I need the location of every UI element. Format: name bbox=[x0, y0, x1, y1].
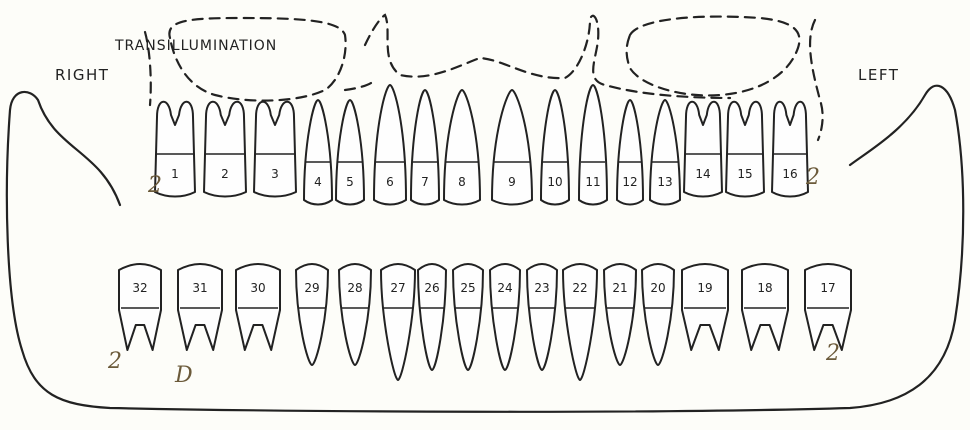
lower-tooth[interactable]: 31 bbox=[178, 264, 222, 350]
left-label: LEFT bbox=[858, 66, 899, 84]
annotation-lower-right: 2 bbox=[107, 349, 122, 374]
tooth-number: 21 bbox=[612, 281, 627, 295]
tooth-number: 17 bbox=[820, 281, 835, 295]
tooth-shape bbox=[682, 264, 728, 350]
lower-tooth[interactable]: 24 bbox=[490, 264, 520, 370]
lower-tooth[interactable]: 19 bbox=[682, 264, 728, 350]
upper-tooth[interactable]: 13 bbox=[650, 100, 680, 205]
tooth-number: 14 bbox=[695, 167, 710, 181]
upper-tooth[interactable]: 10 bbox=[541, 90, 569, 205]
tooth-number: 8 bbox=[458, 175, 466, 189]
tooth-number: 32 bbox=[132, 281, 147, 295]
tooth-number: 1 bbox=[171, 167, 179, 181]
upper-tooth[interactable]: 9 bbox=[492, 90, 532, 205]
lower-teeth-row: 32 31 30 29 28 27 26 25 24 23 22 21 20 19 18 17 bbox=[119, 264, 851, 380]
annotation-upper-right: 2 bbox=[147, 173, 162, 198]
upper-tooth[interactable]: 6 bbox=[374, 85, 406, 205]
lower-tooth[interactable]: 23 bbox=[527, 264, 557, 370]
tooth-number: 24 bbox=[497, 281, 512, 295]
tooth-shape bbox=[527, 264, 557, 370]
lower-tooth[interactable]: 28 bbox=[339, 264, 371, 365]
tooth-number: 12 bbox=[622, 175, 637, 189]
tooth-shape bbox=[490, 264, 520, 370]
tooth-shape bbox=[418, 264, 446, 370]
tooth-shape bbox=[296, 264, 328, 365]
annotation-upper-left: 2 bbox=[805, 165, 820, 190]
tooth-number: 29 bbox=[304, 281, 319, 295]
tooth-shape bbox=[204, 102, 246, 197]
tooth-number: 6 bbox=[386, 175, 394, 189]
upper-tooth[interactable]: 8 bbox=[444, 90, 480, 205]
lower-tooth[interactable]: 22 bbox=[563, 264, 597, 380]
tooth-shape bbox=[684, 102, 722, 197]
tooth-number: 18 bbox=[757, 281, 772, 295]
upper-tooth[interactable]: 14 bbox=[684, 102, 722, 197]
dashed-zone-left-box bbox=[169, 18, 345, 101]
lower-tooth[interactable]: 25 bbox=[453, 264, 483, 370]
upper-tooth[interactable]: 5 bbox=[336, 100, 364, 205]
tooth-number: 15 bbox=[737, 167, 752, 181]
tooth-number: 20 bbox=[650, 281, 665, 295]
tooth-number: 28 bbox=[347, 281, 362, 295]
tooth-shape bbox=[742, 264, 788, 350]
tooth-shape bbox=[772, 102, 808, 197]
lower-tooth[interactable]: 32 bbox=[119, 264, 161, 350]
tooth-shape bbox=[726, 102, 764, 197]
tooth-number: 16 bbox=[782, 167, 797, 181]
upper-tooth[interactable]: 7 bbox=[411, 90, 439, 205]
tooth-number: 25 bbox=[460, 281, 475, 295]
tooth-number: 10 bbox=[547, 175, 562, 189]
lower-tooth[interactable]: 18 bbox=[742, 264, 788, 350]
upper-tooth[interactable]: 16 bbox=[772, 102, 808, 197]
tooth-number: 2 bbox=[221, 167, 229, 181]
upper-tooth[interactable]: 12 bbox=[617, 100, 643, 205]
tooth-shape bbox=[178, 264, 222, 350]
tooth-number: 11 bbox=[585, 175, 600, 189]
tooth-number: 9 bbox=[508, 175, 516, 189]
tooth-shape bbox=[254, 102, 296, 197]
annotation-lower-right-d: D bbox=[174, 363, 193, 388]
lower-tooth[interactable]: 29 bbox=[296, 264, 328, 365]
tooth-shape bbox=[604, 264, 636, 365]
annotation-lower-left: 2 bbox=[825, 341, 840, 366]
tooth-number: 26 bbox=[424, 281, 439, 295]
tooth-number: 13 bbox=[657, 175, 672, 189]
tooth-number: 5 bbox=[346, 175, 354, 189]
dashed-zone-right-box bbox=[627, 17, 800, 96]
lower-tooth[interactable]: 21 bbox=[604, 264, 636, 365]
upper-tooth[interactable]: 4 bbox=[304, 100, 332, 205]
lower-tooth[interactable]: 20 bbox=[642, 264, 674, 365]
tooth-number: 19 bbox=[697, 281, 712, 295]
tooth-shape bbox=[805, 264, 851, 350]
tooth-number: 31 bbox=[192, 281, 207, 295]
tooth-number: 22 bbox=[572, 281, 587, 295]
upper-tooth[interactable]: 2 bbox=[204, 102, 246, 197]
tooth-shape bbox=[119, 264, 161, 350]
transillumination-label: TRANSILLUMINATION bbox=[114, 38, 277, 54]
upper-tooth[interactable]: 11 bbox=[579, 85, 607, 205]
tooth-number: 3 bbox=[271, 167, 279, 181]
right-label: RIGHT bbox=[55, 66, 109, 84]
tooth-shape bbox=[642, 264, 674, 365]
upper-tooth[interactable]: 3 bbox=[254, 102, 296, 197]
tooth-number: 7 bbox=[421, 175, 429, 189]
lower-tooth[interactable]: 30 bbox=[236, 264, 280, 350]
tooth-number: 23 bbox=[534, 281, 549, 295]
jaw-outline bbox=[7, 86, 963, 412]
upper-tooth[interactable]: 15 bbox=[726, 102, 764, 197]
tooth-shape bbox=[453, 264, 483, 370]
lower-tooth[interactable]: 27 bbox=[381, 264, 415, 380]
tooth-number: 27 bbox=[390, 281, 405, 295]
tooth-number: 4 bbox=[314, 175, 322, 189]
tooth-number: 30 bbox=[250, 281, 265, 295]
tooth-shape bbox=[236, 264, 280, 350]
lower-tooth[interactable]: 17 bbox=[805, 264, 851, 350]
lower-tooth[interactable]: 26 bbox=[418, 264, 446, 370]
tooth-shape bbox=[339, 264, 371, 365]
